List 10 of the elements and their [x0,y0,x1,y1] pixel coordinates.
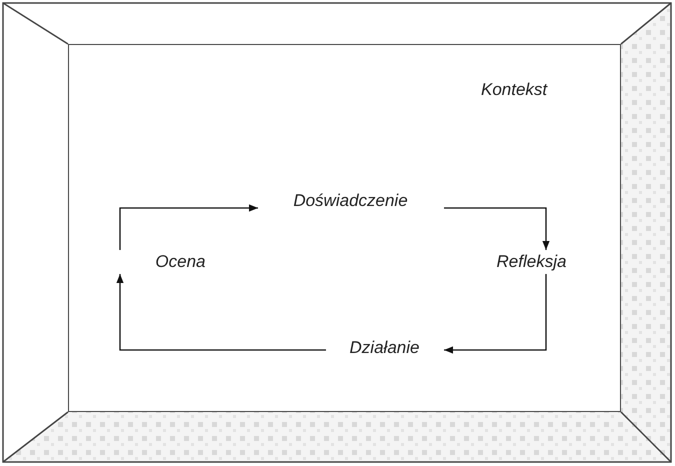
arrow [116,274,326,351]
arrow [444,207,550,250]
step-label: Refleksja [476,250,588,274]
step-label: Doświadczenie [258,188,444,212]
step-label: Ocena [108,250,210,274]
arrow [119,204,258,250]
context-panel [68,44,621,412]
step-label: Działanie [326,336,444,360]
panel-title: Kontekst [481,80,548,100]
arrow [444,274,547,354]
